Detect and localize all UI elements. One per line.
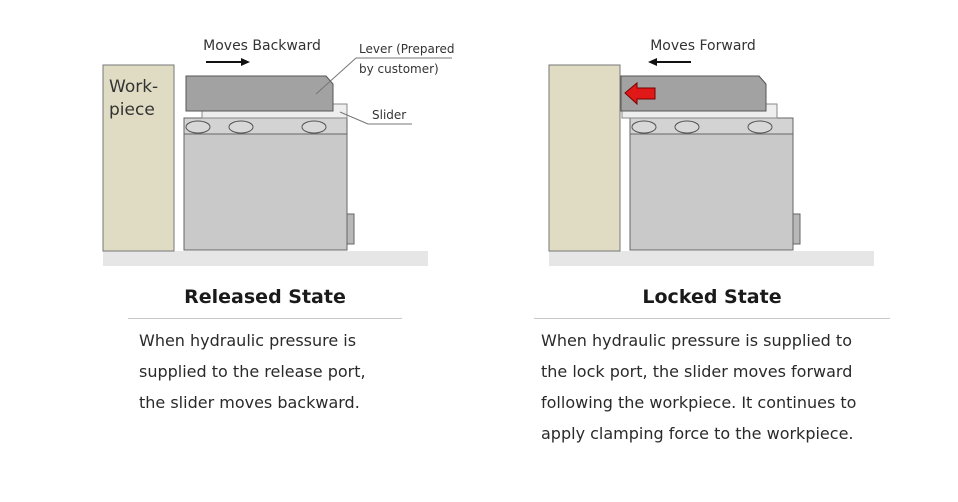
- released-divider: [128, 318, 402, 319]
- released-description-line: the slider moves backward.: [139, 393, 360, 412]
- locked-description-line: When hydraulic pressure is supplied to: [541, 331, 852, 350]
- locked-divider: [534, 318, 890, 319]
- released-bolt-hole-2: [228, 120, 254, 134]
- released-slider-label: Slider: [372, 108, 406, 122]
- released-lever: [185, 75, 334, 112]
- released-description-line: supplied to the release port,: [139, 362, 366, 381]
- locked-description-line: following the workpiece. It continues to: [541, 393, 857, 412]
- released-description: When hydraulic pressure is supplied to t…: [139, 325, 366, 418]
- locked-bolt-hole-3: [747, 120, 773, 134]
- locked-description-line: apply clamping force to the workpiece.: [541, 424, 854, 443]
- released-lever-leader: [315, 57, 357, 95]
- locked-title: Locked State: [642, 286, 782, 308]
- released-description-line: When hydraulic pressure is: [139, 331, 357, 350]
- released-motion-label: Moves Backward: [203, 38, 321, 54]
- locked-description-line: the lock port, the slider moves forward: [541, 362, 853, 381]
- locked-force-arrow: [624, 81, 656, 106]
- released-bolt-hole-1: [185, 120, 211, 134]
- locked-diagram: Moves Forward: [548, 38, 874, 266]
- locked-description: When hydraulic pressure is supplied to t…: [541, 325, 856, 449]
- released-side-port: [346, 213, 355, 245]
- released-floor: [103, 251, 428, 266]
- released-workpiece-label-1: Work-: [109, 77, 158, 97]
- locked-workpiece: [548, 64, 621, 252]
- released-motion-arrowhead: [241, 58, 250, 66]
- released-title: Released State: [184, 286, 346, 308]
- released-bolt-hole-3: [301, 120, 327, 134]
- locked-floor: [549, 251, 874, 266]
- locked-motion-label: Moves Forward: [650, 38, 756, 54]
- released-lever-label-1: Lever (Prepared: [359, 42, 455, 56]
- released-diagram: Work- piece Moves Backward Lever (Prepar…: [102, 38, 455, 266]
- locked-clamp-body: [629, 131, 794, 251]
- released-slider-leader: [339, 111, 369, 125]
- released-clamp-body: [183, 131, 348, 251]
- released-workpiece: [102, 64, 175, 252]
- locked-bolt-hole-2: [674, 120, 700, 134]
- released-workpiece-label-2: piece: [109, 100, 155, 120]
- locked-bolt-hole-1: [631, 120, 657, 134]
- locked-motion-arrowhead: [648, 58, 657, 66]
- released-lever-label-2: by customer): [359, 62, 439, 76]
- locked-side-port: [792, 213, 801, 245]
- locked-lever: [620, 75, 767, 112]
